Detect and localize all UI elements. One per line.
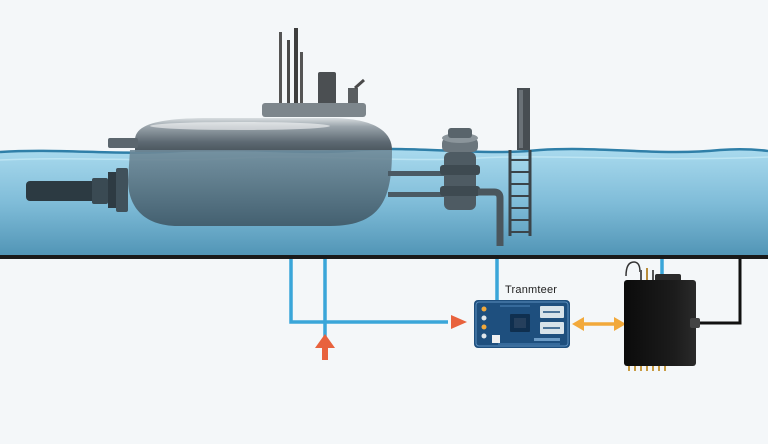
flow-arrows [315,315,467,360]
arrow-right-icon [451,315,467,329]
valve-icon [440,128,504,246]
arrow-up-icon [315,334,335,360]
double-arrow-icon [572,317,626,331]
submarine-icon [26,28,444,226]
transmitter-label: Tranmteer [505,284,558,296]
sensor-device-icon [624,259,742,371]
circuit-board-icon [474,300,570,348]
ladder-icon [508,88,532,236]
seabed-line [0,255,768,259]
